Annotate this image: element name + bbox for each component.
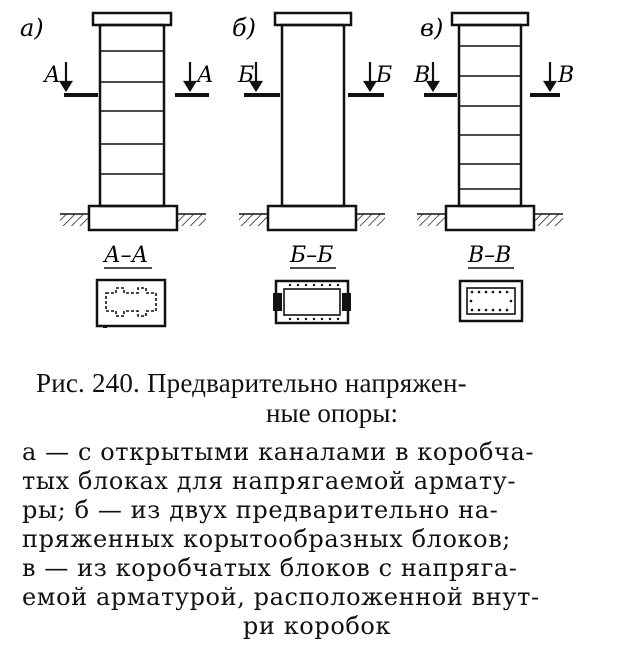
panel-a-block-joints bbox=[100, 50, 164, 175]
panel-a-footing bbox=[87, 204, 179, 232]
panel-b-cut-marks bbox=[244, 62, 384, 97]
panel-b-footing bbox=[266, 204, 358, 232]
panel-b-section-label: Б–Б bbox=[289, 243, 333, 268]
support-figure: а) А А А bbox=[20, 11, 574, 328]
panel-a-cut-marks bbox=[59, 62, 209, 97]
caption-title-line-1: Рис. 240. Предварительно напряжен- bbox=[36, 368, 467, 398]
panel-c-cut-right-label: В bbox=[557, 63, 574, 88]
panel-b-ground bbox=[239, 213, 385, 226]
panel-c-ground bbox=[417, 213, 563, 226]
panel-b-letter: б) bbox=[232, 14, 256, 42]
panel-a: а) А А А bbox=[20, 11, 214, 328]
panel-a-letter: а) bbox=[20, 14, 44, 42]
caption-line-1: а — с открытыми каналами в коробча- bbox=[22, 438, 535, 466]
caption-line-6: емой арматурой, расположенной внут- bbox=[22, 583, 540, 611]
caption-title-line-2: ные опоры: bbox=[266, 398, 398, 428]
panel-b-cut-right-label: Б bbox=[375, 63, 392, 88]
figure-caption: Рис. 240. Предварительно напряжен- ные о… bbox=[0, 360, 628, 665]
panel-a-ground bbox=[60, 213, 206, 226]
panel-b-cap bbox=[273, 11, 353, 27]
caption-line-7: ри коробок bbox=[242, 612, 392, 640]
panel-c-footing bbox=[444, 204, 536, 232]
panel-b: б) Б Б Б–Б bbox=[232, 11, 392, 325]
panel-a-section-drawing bbox=[95, 278, 167, 328]
panel-c-column bbox=[457, 23, 523, 208]
panel-c-block-joints bbox=[459, 45, 521, 190]
panel-b-column bbox=[280, 23, 346, 208]
panel-a-cut-right-label: А bbox=[195, 63, 214, 88]
panel-c-cap bbox=[450, 11, 530, 27]
panel-a-cut-left-label: А bbox=[42, 63, 61, 88]
panel-a-cap bbox=[91, 11, 173, 27]
caption-line-4: пряженных корытообразных блоков; bbox=[22, 525, 511, 553]
panel-c-letter: в) bbox=[420, 14, 443, 42]
panel-c-section-label: В–В bbox=[467, 243, 511, 268]
panel-c-section-drawing bbox=[458, 279, 524, 323]
panel-c-cut-marks bbox=[424, 62, 560, 97]
panel-a-section-label: А–А bbox=[102, 243, 148, 268]
caption-line-5: в — из коробчатых блоков с напряга- bbox=[22, 554, 518, 582]
panel-a-column bbox=[98, 23, 166, 208]
panel-b-section-drawing bbox=[273, 279, 351, 325]
panel-c-cut-left-label: В bbox=[413, 63, 430, 88]
caption-line-3: ры; б — из двух предварительно на- bbox=[22, 496, 499, 524]
panel-c: в) В В В–В bbox=[413, 11, 574, 323]
caption-line-2: тых блоках для напрягаемой армату- bbox=[22, 467, 517, 495]
